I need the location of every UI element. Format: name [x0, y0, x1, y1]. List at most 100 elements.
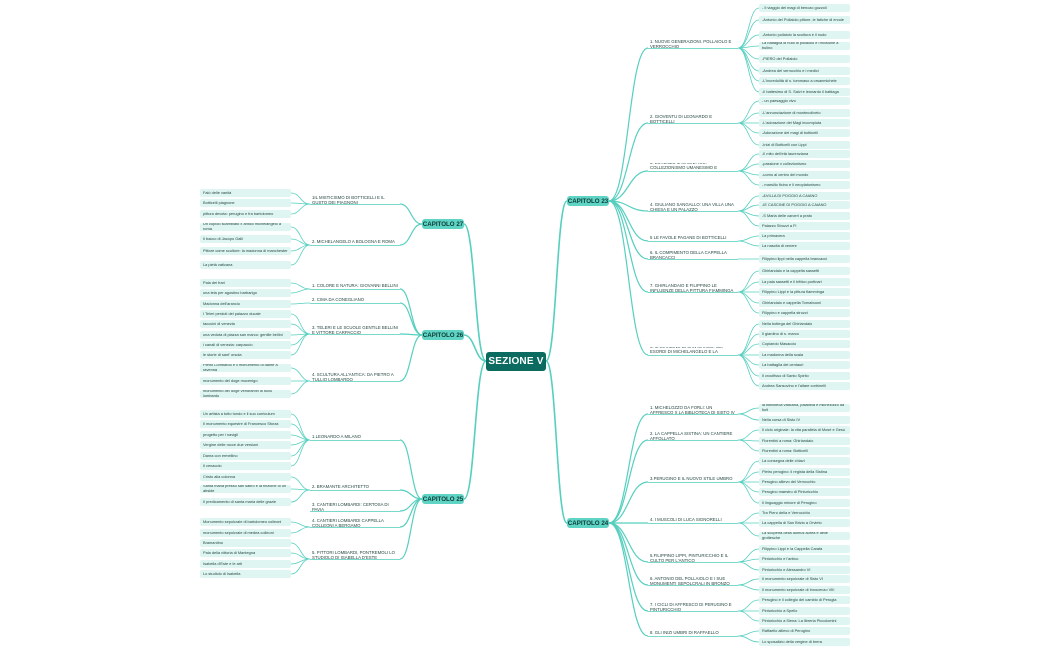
leaf-node[interactable]: La madonna della scala [759, 351, 850, 359]
leaf-node[interactable]: Palazzo Strozzi a Fi [759, 222, 850, 230]
section-node[interactable]: 6. ANTONIO DEL POLLAIOLO E I SUE MONUMEN… [648, 577, 738, 586]
leaf-node[interactable]: -&VILLA DI POGGIO A CAIANO [759, 192, 850, 200]
section-node[interactable]: 1IL MISTICISMO DI BOTTICELLI E IL GUSTO … [310, 196, 400, 205]
leaf-node[interactable]: Il bacco di Jacopo Galli [200, 235, 291, 243]
leaf-node[interactable]: Perugino maestro di Pinturicchio [759, 488, 850, 496]
section-node[interactable]: 6. IL COMPIMENTO DELLA CAPPELLA BRANCACC… [648, 251, 738, 260]
leaf-node[interactable]: Madonna dell'arancio [200, 300, 291, 308]
leaf-node[interactable]: Monumento sepolcrale di bartolomeo colle… [200, 518, 291, 526]
leaf-node[interactable]: Il ciclo originale: la vita parallela di… [759, 426, 850, 434]
leaf-node[interactable]: - un paesaggio vivo [759, 97, 850, 105]
leaf-node[interactable]: la biblioteca vaticana, paladina e miche… [759, 404, 850, 412]
leaf-node[interactable]: Pinturicchio e Alessandro VI [759, 566, 850, 574]
leaf-node[interactable]: Tra Piero della e Verrocchio [759, 509, 850, 517]
leaf-node[interactable]: Pinturicchio e l'antico [759, 555, 850, 563]
leaf-node[interactable]: Filippino Lippi e la Cappella Carafa [759, 545, 850, 553]
leaf-node[interactable]: La pala sassetti e il trittico portinari [759, 278, 850, 286]
leaf-node[interactable]: Perugino allievo del Verrocchio [759, 478, 850, 486]
leaf-node[interactable]: Pietro perugino: il regista della Sistin… [759, 468, 850, 476]
section-node[interactable]: 5 LE FAVOLE PAGANE DI BOTTICELLI [648, 233, 738, 242]
leaf-node[interactable]: Pala della vittoria di Mantegna [200, 549, 291, 557]
section-node[interactable]: 4. I MUSCOLI DI LUCA SIGNORELLI [648, 515, 738, 524]
leaf-node[interactable]: Fiorentini a roma: Ghirlandaio [759, 437, 850, 445]
leaf-node[interactable]: Un cupido scambiato x antico michelangel… [200, 223, 291, 231]
leaf-node[interactable]: Falò delle vanità [200, 189, 291, 197]
leaf-node[interactable]: Ghirlandaio e la cappella sassetti [759, 267, 850, 275]
leaf-node[interactable]: -PIERO del Pollaiolo [759, 55, 850, 63]
section-node[interactable]: 8. GLI INIZI UMBRI DI RAFFAELLO [648, 628, 738, 637]
leaf-node[interactable]: Nella bottega del Ghirlandaio [759, 320, 850, 328]
leaf-node[interactable]: Lo sposalizio della vergine di brera [759, 638, 850, 646]
leaf-node[interactable]: Ghirlandaio e cappella Tornabuoni [759, 299, 850, 307]
leaf-node[interactable]: -L'adorazione dei Magi incompiuta [759, 119, 850, 127]
leaf-node[interactable]: -L'annunciazione di montecoliveto [759, 109, 850, 117]
leaf-node[interactable]: Cristo alla colonna [200, 473, 291, 481]
section-node[interactable]: 5. PITTORI LOMBARDI, PONTREMOLI LO STUDI… [310, 551, 400, 560]
leaf-node[interactable]: Perugino e il collegio del cambio di Per… [759, 596, 850, 604]
leaf-node[interactable]: Lo studiolo di Isabella [200, 570, 291, 578]
leaf-node[interactable]: Copiando Masaccio [759, 340, 850, 348]
section-node[interactable]: 1. COLORE E NATURA: GIOVANNI BELLINI [310, 281, 400, 290]
leaf-node[interactable]: Pittore come scultore: la madonna di man… [200, 247, 291, 255]
leaf-node[interactable]: taccuini di venezia [200, 320, 291, 328]
leaf-node[interactable]: -L'incredulità di s. tommaso a orsanmich… [759, 77, 850, 85]
leaf-node[interactable]: La primavera [759, 232, 850, 240]
leaf-node[interactable]: La battaglia dei centauri [759, 361, 850, 369]
leaf-node[interactable]: Pinturicchio a Spello [759, 607, 850, 615]
leaf-node[interactable]: Pietro Lombardo e il monumento di dante … [200, 364, 291, 372]
section-node[interactable]: 3. LORENZO IL MAGNIFICO. COLLEZIONISMO U… [648, 163, 738, 172]
leaf-node[interactable]: Il monumento sepolcrale di Sisto VI [759, 575, 850, 583]
leaf-node[interactable]: Filippino e cappella strozzi [759, 309, 850, 317]
leaf-node[interactable]: una tela per agostino barbarigo [200, 289, 291, 297]
leaf-node[interactable]: La consegna delle chiavi [759, 457, 850, 465]
leaf-node[interactable]: Un artista a tutto tondo e il suo curric… [200, 410, 291, 418]
section-node[interactable]: 2. CIMA DA CONEGLIANO [310, 295, 400, 304]
section-node[interactable]: 7. I CICLI DI AFFRESCO DI PERUGINO E PIN… [648, 603, 738, 612]
leaf-node[interactable]: La scoperta della domus aurea e delle gr… [759, 532, 850, 540]
leaf-node[interactable]: Fiorentini a roma: Botticelli [759, 447, 850, 455]
leaf-node[interactable]: Filippino lippi nella cappella brancacci [759, 255, 850, 263]
leaf-node[interactable]: -Antonio pollaiolo la scultura e il nudo [759, 31, 850, 39]
leaf-node[interactable]: Il predicamento di santa maria delle gra… [200, 498, 291, 506]
section-node[interactable]: 1. NUOVE GENERAZIONI. POLLAIOLO E VERROC… [648, 40, 738, 49]
root-node[interactable]: SEZIONE V [486, 352, 546, 371]
leaf-node[interactable]: Andrea Sansovino e l'altare corbinelli [759, 382, 850, 390]
leaf-node[interactable]: La nascita di venere [759, 242, 850, 250]
chapter-node[interactable]: CAPITOLO 26 [422, 330, 464, 340]
section-node[interactable]: 7. GHIRLANDAIO E FILIPPINO LE INFLUENZE … [648, 284, 738, 293]
leaf-node[interactable]: -IE CASCINE DI POGGIO A CAIANO [759, 201, 850, 209]
leaf-node[interactable]: -S Maria delle carceri a prato [759, 212, 850, 220]
section-node[interactable]: 2. GIOVENTÙ DI LEONARDO E BOTTICELLI [648, 115, 738, 124]
chapter-node[interactable]: CAPITOLO 24 [567, 518, 609, 528]
leaf-node[interactable]: - marsilio ficino e il neoplatonismo [759, 181, 850, 189]
leaf-node[interactable]: Il linguaggio minore di Perugino [759, 499, 850, 507]
leaf-node[interactable]: -Antonio del Pollaiolo pittore, le fatic… [759, 16, 850, 24]
leaf-node[interactable]: La battaglia di nudi di pollaiolo e l'in… [759, 42, 850, 50]
leaf-node[interactable]: monumento del doge mocenigo [200, 377, 291, 385]
leaf-node[interactable]: La cappella di San Brizio a Orvieto [759, 519, 850, 527]
section-node[interactable]: 2. LA CAPPELLA SISTINA: UN CANTIERE AFFO… [648, 432, 738, 441]
leaf-node[interactable]: Pinturicchio a Siena: La libreria Piccol… [759, 617, 850, 625]
leaf-node[interactable]: Isabella d'Este e le arti [200, 560, 291, 568]
leaf-node[interactable]: -uomo al centro del mondo [759, 171, 850, 179]
chapter-node[interactable]: CAPITOLO 25 [422, 494, 464, 504]
chapter-node[interactable]: CAPITOLO 27 [422, 219, 464, 229]
section-node[interactable]: 2. BRAMANTE ARCHITETTO [310, 482, 400, 491]
section-node[interactable]: 2. MICHELANGELO A BOLOGNA E ROMA [310, 237, 400, 246]
leaf-node[interactable]: Dama con ermellino [200, 452, 291, 460]
leaf-node[interactable]: -Inizi di Botticelli con Lippi [759, 141, 850, 149]
leaf-node[interactable]: -Andrea del verrocchio e i medici [759, 67, 850, 75]
section-node[interactable]: 4. CANTIERI LOMBARDI CAPPELLA COLLEONI A… [310, 519, 400, 528]
section-node[interactable]: 3.PERUGINO E IL NUOVO STILE UMBRO [648, 474, 738, 483]
leaf-node[interactable]: - Il viaggio dei magi di benozo gozzoli [759, 4, 850, 12]
leaf-node[interactable]: Il monumento equestre di Francesco Sforz… [200, 420, 291, 428]
leaf-node[interactable]: Botticelli piagnone [200, 199, 291, 207]
leaf-node[interactable]: Nella corsa di Sisto IV [759, 416, 850, 424]
leaf-node[interactable]: Filippino Lippi e la pittura fiamminga [759, 288, 850, 296]
leaf-node[interactable]: Santa maria presso san satiro e la finzi… [200, 485, 291, 493]
leaf-node[interactable]: monumento del doge vendramin di tullio l… [200, 390, 291, 398]
leaf-node[interactable]: La pietà vaticana [200, 261, 291, 269]
section-node[interactable]: 3. CANTIERI LOMBARDI: CERTOSA DI PAVIA [310, 503, 400, 512]
section-node[interactable]: 5.FILIPPINO LIPPI, PINTURICCHIO E IL CUL… [648, 554, 738, 563]
section-node[interactable]: 8. IL GIARDINO DI SAN MARCO. GLI ESORDI … [648, 347, 738, 356]
